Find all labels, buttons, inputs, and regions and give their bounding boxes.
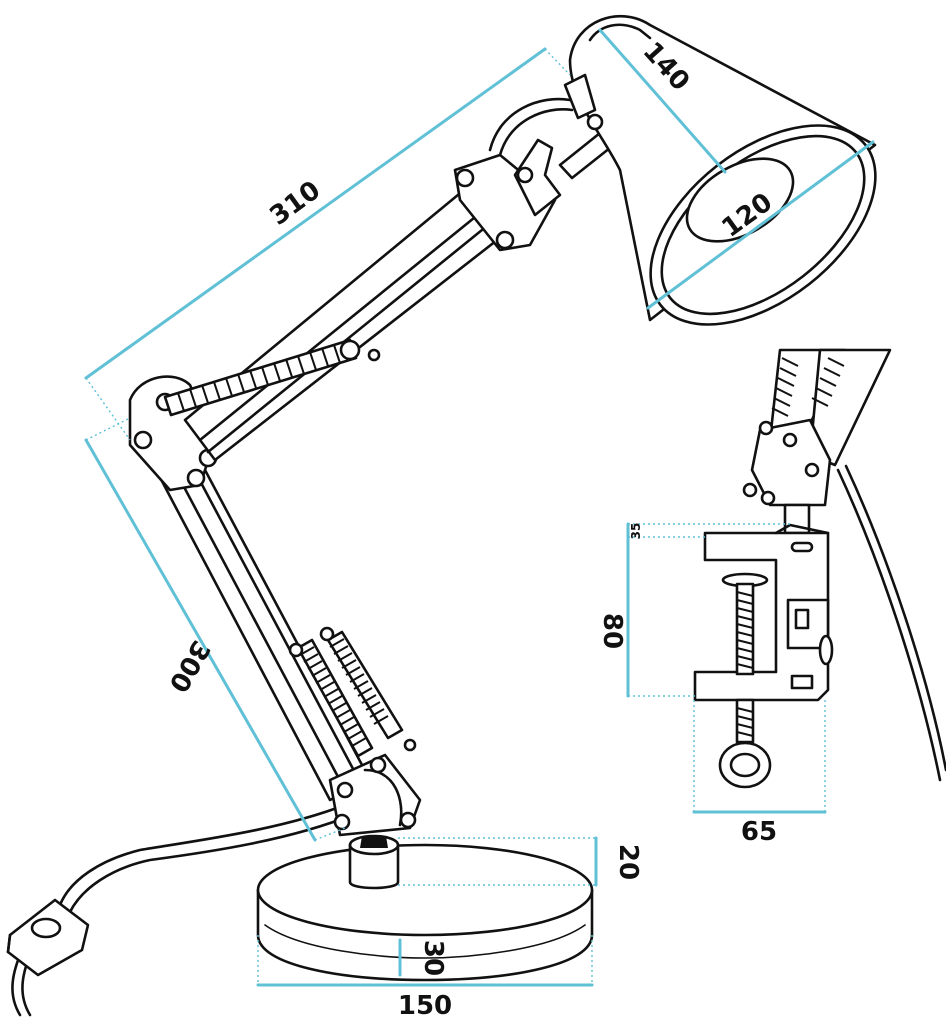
lower-arm-spring-right [326, 630, 404, 740]
dim-line-shade-opening [646, 140, 875, 310]
dim-label-lower-arm: 300 [162, 635, 215, 697]
clamp-inset [693, 348, 946, 789]
dim-label-base-height: 30 [418, 940, 448, 976]
cord-switch [6, 898, 90, 977]
lower-arm [133, 428, 404, 802]
dim-line-lower-arm [84, 438, 317, 842]
lower-arm-spring-left [296, 638, 374, 758]
dim-label-clamp-width: 65 [741, 817, 777, 847]
upper-arm-spring [163, 338, 361, 417]
lamp-shade [563, 14, 877, 326]
wing-nut [513, 138, 562, 217]
dim-label-neck-height: 20 [613, 844, 643, 880]
dim-label-clamp-opening: 80 [597, 613, 627, 649]
upper-arm [163, 183, 512, 462]
dim-label-base-diameter: 150 [398, 991, 452, 1020]
dim-line-upper-arm [84, 47, 547, 380]
dim-label-upper-arm: 310 [265, 175, 327, 231]
dim-line-shade-depth [598, 28, 727, 174]
dimension-lines [84, 28, 875, 987]
dim-label-clamp-top: 35 [629, 523, 643, 540]
lower-joint [328, 738, 422, 837]
lamp-base [256, 834, 594, 982]
